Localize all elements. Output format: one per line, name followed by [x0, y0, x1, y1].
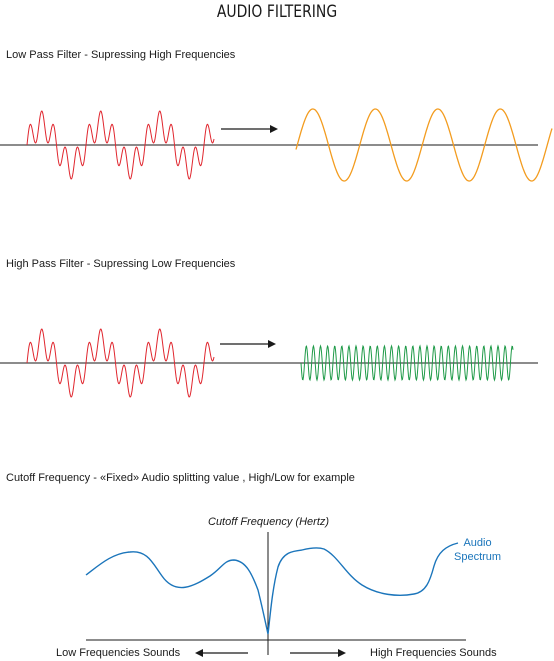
audio-spectrum-label-line2: Spectrum: [454, 551, 502, 563]
audio-spectrum-label: Audio Spectrum: [454, 536, 501, 564]
arrow-right-icon: [290, 649, 346, 657]
cutoff-axis-title: Cutoff Frequency (Hertz): [208, 516, 330, 528]
high-pass-input-wave: [26, 328, 215, 398]
arrow-right-icon: [220, 340, 276, 348]
low-pass-output-wave: [295, 108, 553, 182]
low-frequencies-label: Low Frequencies Sounds: [56, 647, 181, 659]
audio-spectrum-label-line1: Audio: [463, 537, 492, 549]
audio-spectrum-curve: [85, 542, 459, 635]
low-pass-label: Low Pass Filter - Supressing High Freque…: [6, 49, 236, 61]
page-title: AUDIO FILTERING: [216, 2, 338, 22]
high-frequencies-label: High Frequencies Sounds: [370, 647, 497, 659]
high-pass-output-wave: [300, 344, 514, 382]
high-pass-label: High Pass Filter - Supressing Low Freque…: [6, 258, 236, 270]
arrow-right-icon: [221, 125, 278, 133]
arrow-left-icon: [195, 649, 248, 657]
low-pass-input-wave: [26, 110, 215, 180]
cutoff-label: Cutoff Frequency - «Fixed» Audio splitti…: [6, 472, 355, 484]
